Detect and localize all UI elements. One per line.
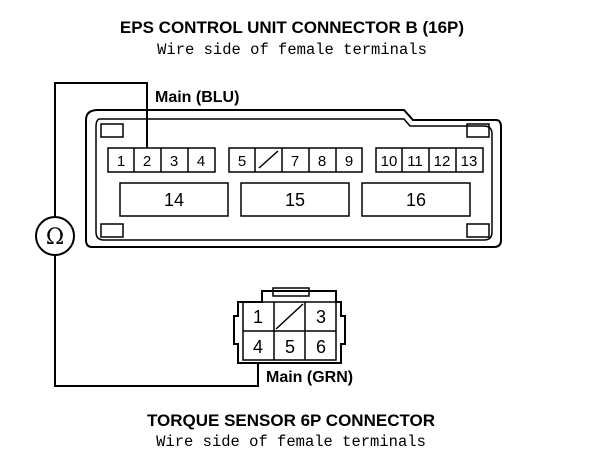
eps-connector-subtitle: Wire side of female terminals — [157, 41, 427, 59]
eps-pin-15-box — [240, 182, 350, 217]
eps-pin-11: 11 — [407, 153, 423, 170]
eps-connector-title: EPS CONTROL UNIT CONNECTOR B (16P) — [120, 18, 464, 37]
eps-pin-6-blank — [258, 150, 279, 169]
wire-label-blu: Main (BLU) — [155, 89, 239, 106]
ohm-symbol: Ω — [46, 225, 64, 250]
eps-pin-group-2: 5 7 8 9 — [228, 147, 363, 173]
torque-pin-4: 4 — [253, 337, 263, 357]
eps-pin-16: 16 — [406, 190, 426, 210]
torque-pin-3: 3 — [316, 307, 326, 327]
ohmmeter-icon: Ω — [35, 216, 75, 256]
eps-pin-5: 5 — [238, 153, 246, 170]
torque-sensor-housing — [233, 287, 346, 364]
eps-pin-9: 9 — [345, 153, 353, 170]
eps-pin-7: 7 — [291, 153, 299, 170]
eps-pin-8: 8 — [318, 153, 326, 170]
torque-connector-title: TORQUE SENSOR 6P CONNECTOR — [147, 411, 435, 430]
eps-pin-12: 12 — [434, 153, 451, 170]
eps-pin-1: 1 — [117, 153, 125, 170]
eps-pin-14: 14 — [164, 190, 184, 210]
eps-pin-4: 4 — [197, 153, 205, 170]
torque-pin-6: 6 — [316, 337, 326, 357]
eps-pin-group-1: 1 2 3 4 — [107, 147, 216, 173]
torque-pin-5: 5 — [285, 337, 295, 357]
eps-pin-group-3: 10 11 12 13 — [375, 147, 484, 173]
eps-pin-2: 2 — [143, 153, 151, 170]
torque-pin-1: 1 — [253, 307, 263, 327]
wire-grn — [54, 255, 259, 387]
wire-blu — [54, 82, 148, 217]
eps-pin-10: 10 — [381, 153, 398, 170]
torque-pin-grid: 1 3 4 5 6 — [242, 301, 337, 361]
wire-label-grn: Main (GRN) — [266, 369, 353, 386]
eps-pin-14-box — [119, 182, 229, 217]
eps-pin-15: 15 — [285, 190, 305, 210]
torque-pin-2-blank — [275, 303, 304, 330]
eps-pin-16-box — [361, 182, 471, 217]
eps-connector-housing — [85, 109, 502, 248]
eps-pin-3: 3 — [170, 153, 178, 170]
torque-connector-subtitle: Wire side of female terminals — [156, 433, 426, 451]
eps-pin-13: 13 — [461, 153, 478, 170]
